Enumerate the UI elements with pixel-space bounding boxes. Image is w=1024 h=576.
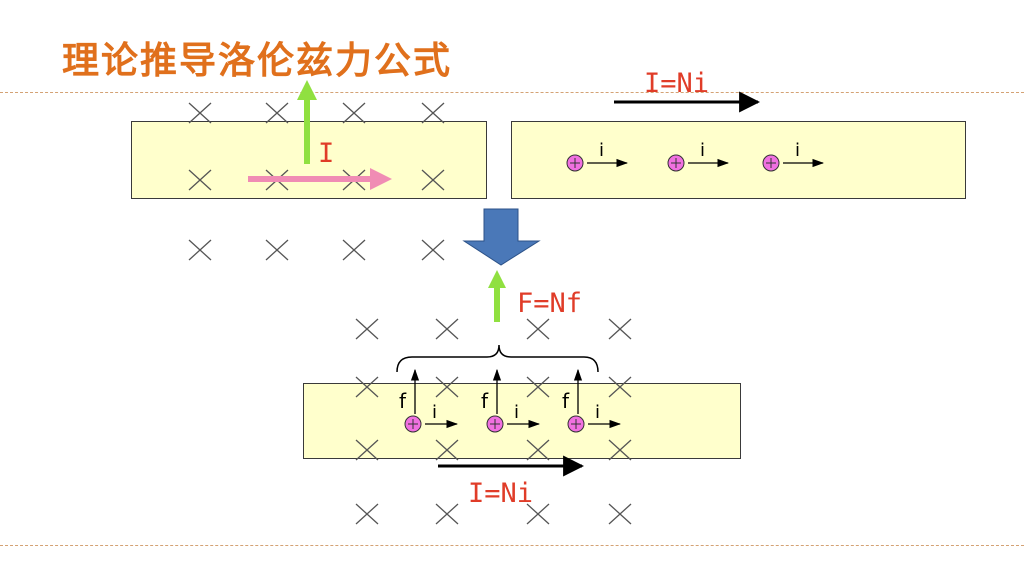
label-charge-current: i <box>514 402 519 423</box>
conductor-right <box>511 121 966 199</box>
top-divider <box>0 92 1024 93</box>
cross-mark-icon <box>265 239 289 261</box>
positive-charge-icon <box>566 154 584 172</box>
label-charge-current: i <box>432 402 437 423</box>
label-total-current-top: I=Ni <box>644 68 709 99</box>
bottom-divider <box>0 545 1024 546</box>
cross-mark-icon <box>188 169 212 191</box>
magnetic-field-crosses <box>188 102 632 525</box>
positive-charge-icon <box>486 415 504 433</box>
brace <box>396 344 599 373</box>
cross-mark-icon <box>265 102 289 124</box>
label-charge-current: i <box>700 140 705 161</box>
label-charge-current: i <box>599 140 604 161</box>
label-charge-current: i <box>595 402 600 423</box>
label-charge-force: f <box>562 389 570 413</box>
cross-mark-icon <box>342 239 366 261</box>
label-charge-force: f <box>399 389 407 413</box>
cross-mark-icon <box>355 503 379 525</box>
total-force-arrow <box>488 270 506 322</box>
label-total-current-bottom: I=Ni <box>468 478 533 509</box>
cross-mark-icon <box>188 102 212 124</box>
label-charge-current: i <box>795 140 800 161</box>
cross-mark-icon <box>526 503 550 525</box>
positive-charge-icon <box>404 415 422 433</box>
cross-mark-icon <box>435 318 459 340</box>
cross-mark-icon <box>421 169 445 191</box>
positive-charge-icon <box>667 154 685 172</box>
label-charge-force: f <box>481 389 489 413</box>
cross-mark-icon <box>355 439 379 461</box>
cross-mark-icon <box>608 318 632 340</box>
cross-mark-icon <box>355 376 379 398</box>
cross-mark-icon <box>435 503 459 525</box>
cross-mark-icon <box>526 318 550 340</box>
force-arrow <box>297 80 317 164</box>
cross-mark-icon <box>526 376 550 398</box>
cross-mark-icon <box>608 439 632 461</box>
cross-mark-icon <box>188 239 212 261</box>
cross-mark-icon <box>435 439 459 461</box>
cross-mark-icon <box>342 102 366 124</box>
positive-charge-icon <box>762 154 780 172</box>
down-arrow-icon <box>462 208 541 266</box>
positive-charge-icon <box>567 415 585 433</box>
cross-mark-icon <box>421 102 445 124</box>
cross-mark-icon <box>608 503 632 525</box>
label-total-force: F=Nf <box>517 288 582 319</box>
current-arrow <box>248 168 392 190</box>
slide-title: 理论推导洛伦兹力公式 <box>62 39 452 82</box>
cross-mark-icon <box>526 439 550 461</box>
cross-mark-icon <box>435 376 459 398</box>
cross-mark-icon <box>608 376 632 398</box>
label-current-I: I <box>318 138 334 169</box>
cross-mark-icon <box>355 318 379 340</box>
cross-mark-icon <box>421 239 445 261</box>
